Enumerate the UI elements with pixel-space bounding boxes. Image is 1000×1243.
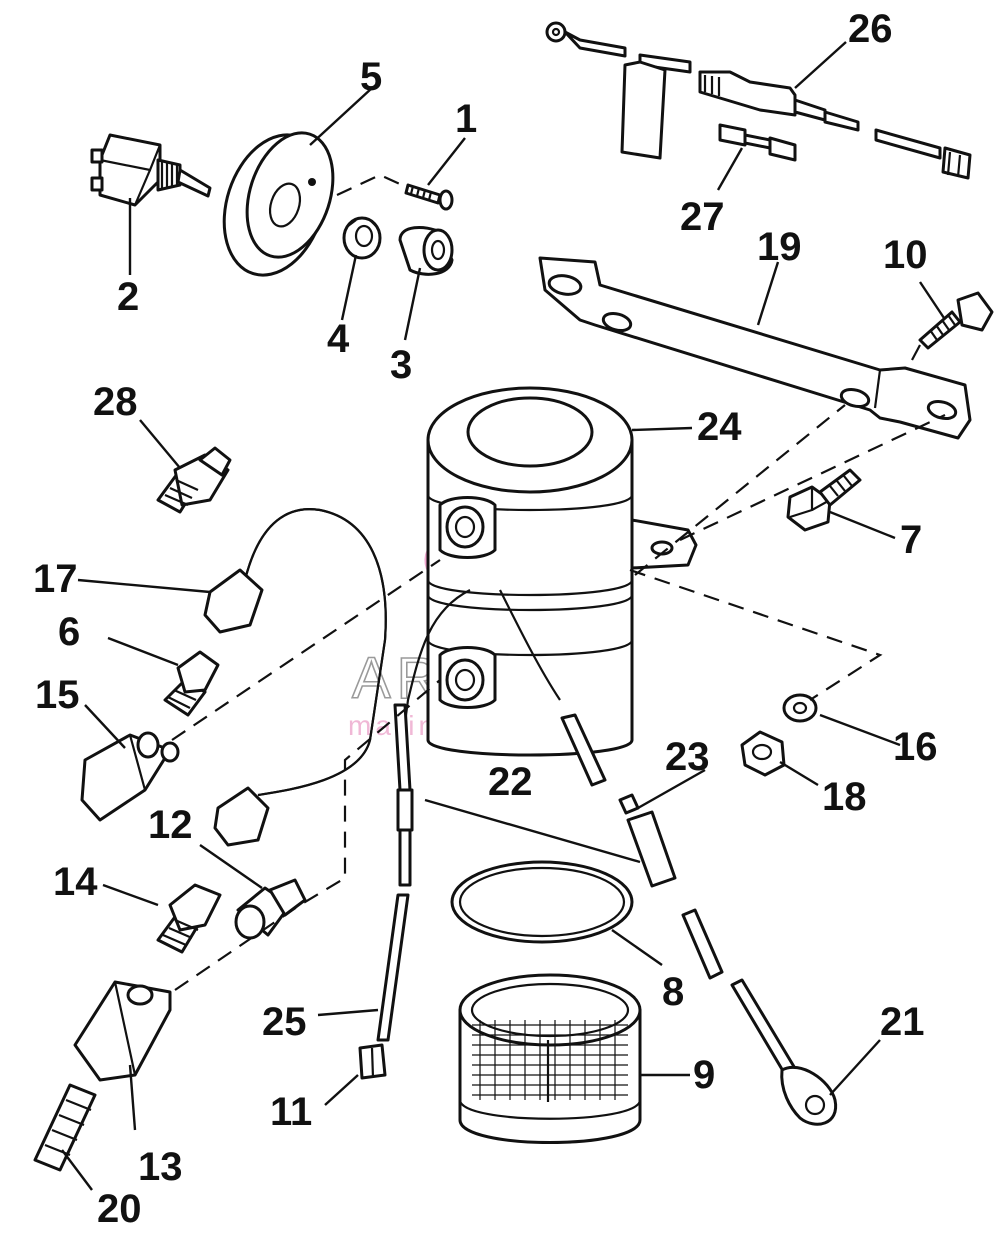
- callout-20: 20: [97, 1187, 142, 1231]
- fuel-pump-body-part: [426, 386, 698, 757]
- callout-28: 28: [93, 380, 138, 424]
- wire-harness-part: [545, 21, 972, 180]
- nut-part: [342, 216, 382, 260]
- nut-18-part: [740, 730, 786, 777]
- callout-12: 12: [148, 803, 193, 847]
- assembly-dashed-lines: [171, 404, 946, 991]
- o-ring-part: [450, 860, 634, 944]
- knob-part: [222, 131, 335, 277]
- callout-7: 7: [900, 518, 922, 562]
- toggle-switch-part: [90, 133, 212, 207]
- fitting-28-part: [156, 446, 232, 514]
- callout-18: 18: [822, 775, 867, 819]
- callout-23: 23: [665, 735, 710, 779]
- bushing-part: [398, 226, 454, 276]
- callout-6: 6: [58, 610, 80, 654]
- washer-16-part: [782, 693, 818, 723]
- callout-13: 13: [138, 1145, 183, 1189]
- callout-10: 10: [883, 233, 928, 277]
- callout-9: 9: [693, 1053, 715, 1097]
- callout-2: 2: [117, 275, 139, 319]
- callout-16: 16: [893, 725, 938, 769]
- callout-11: 11: [270, 1090, 312, 1134]
- callout-21: 21: [880, 1000, 925, 1044]
- callout-14: 14: [53, 860, 98, 904]
- callout-3: 3: [390, 343, 412, 387]
- fuse-part: [718, 123, 797, 162]
- callout-8: 8: [662, 970, 684, 1014]
- fitting-20-part: [33, 1083, 97, 1172]
- callout-5: 5: [360, 55, 382, 99]
- hex-bolt-part: [786, 468, 862, 532]
- callout-15: 15: [35, 673, 80, 717]
- pump-wires: [358, 589, 838, 1126]
- adapter-12-part: [234, 878, 307, 940]
- callout-1: 1: [455, 97, 477, 141]
- screw-part: [336, 173, 454, 211]
- tee-block-13-part: [73, 980, 172, 1082]
- callout-17: 17: [33, 557, 78, 601]
- leader-lines: [61, 41, 945, 1191]
- callout-27: 27: [680, 195, 725, 239]
- callout-19: 19: [757, 225, 802, 269]
- bolt-part: [911, 291, 994, 361]
- fitting-14-part: [156, 883, 222, 954]
- callout-25: 25: [262, 1000, 307, 1044]
- fitting-6-part: [163, 650, 220, 717]
- callout-4: 4: [327, 317, 350, 361]
- callout-24: 24: [697, 405, 742, 449]
- tee-block-15-part: [80, 731, 180, 822]
- filter-screen-part: [458, 973, 642, 1144]
- callout-labels: 1 2 3 4 5 6 7 8 9 10 11 12 13 14 15 16 1…: [33, 7, 938, 1231]
- callout-22: 22: [488, 760, 533, 804]
- callout-26: 26: [848, 7, 893, 51]
- fuel-line-17-part: [203, 508, 387, 847]
